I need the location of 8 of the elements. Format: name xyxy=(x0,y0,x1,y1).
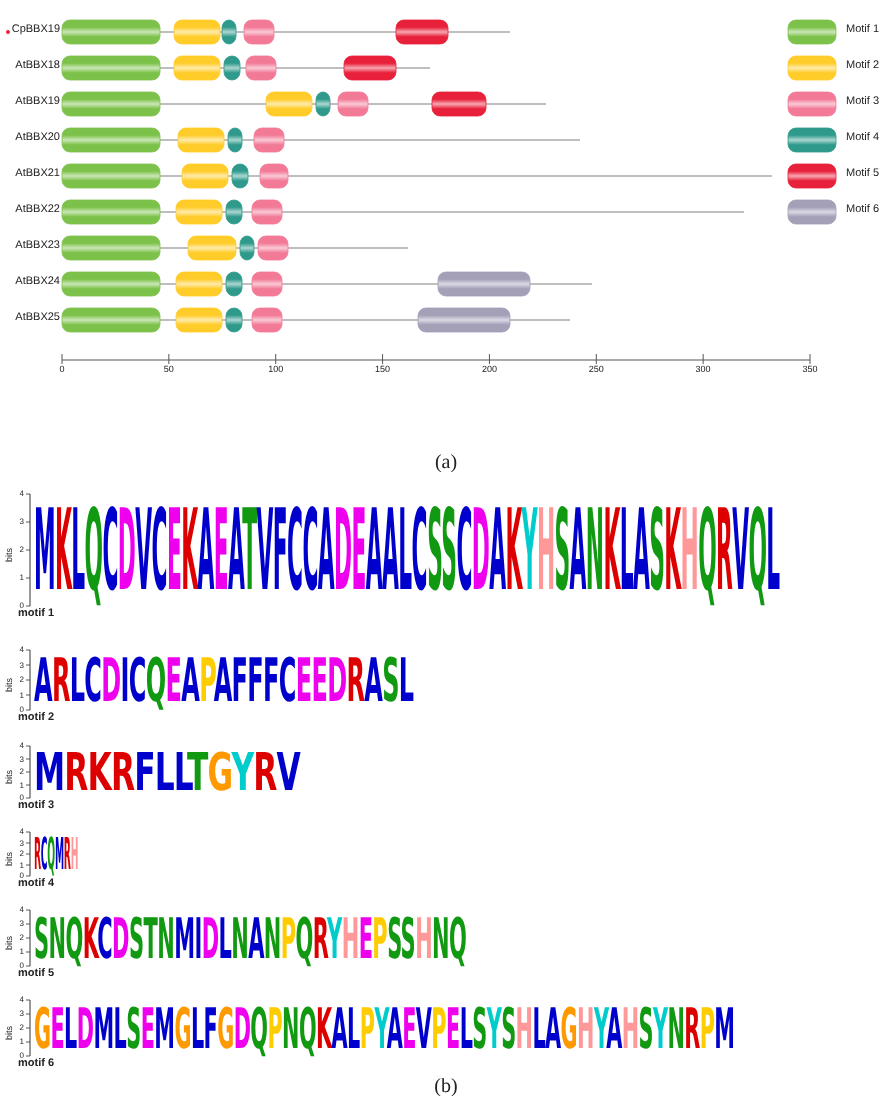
consensus-sequence: GELDMLSEMGLFGDQPNQKALPYAEVPELSYSHLAGHYAHSYNRPM xyxy=(34,1000,735,1056)
consensus-sequence: RCQMRH xyxy=(34,832,79,876)
panel-caption: (a) xyxy=(434,454,458,474)
consensus-sequence: MRKRFLLTGYRV xyxy=(34,746,300,798)
consensus-sequence: MKLQCDVCEKAEATVFCCADEAALCSSCDAKYHSANKLASKHQRVQL xyxy=(34,494,780,606)
consensus-sequence: SNQKCDSTNMIDLNANPQRYHEPSSHNQ xyxy=(34,910,467,966)
consensus-sequence: ARLCDICQEAPAFFFCEEDRASL xyxy=(34,650,414,710)
panel-caption: (b) xyxy=(434,1078,458,1098)
